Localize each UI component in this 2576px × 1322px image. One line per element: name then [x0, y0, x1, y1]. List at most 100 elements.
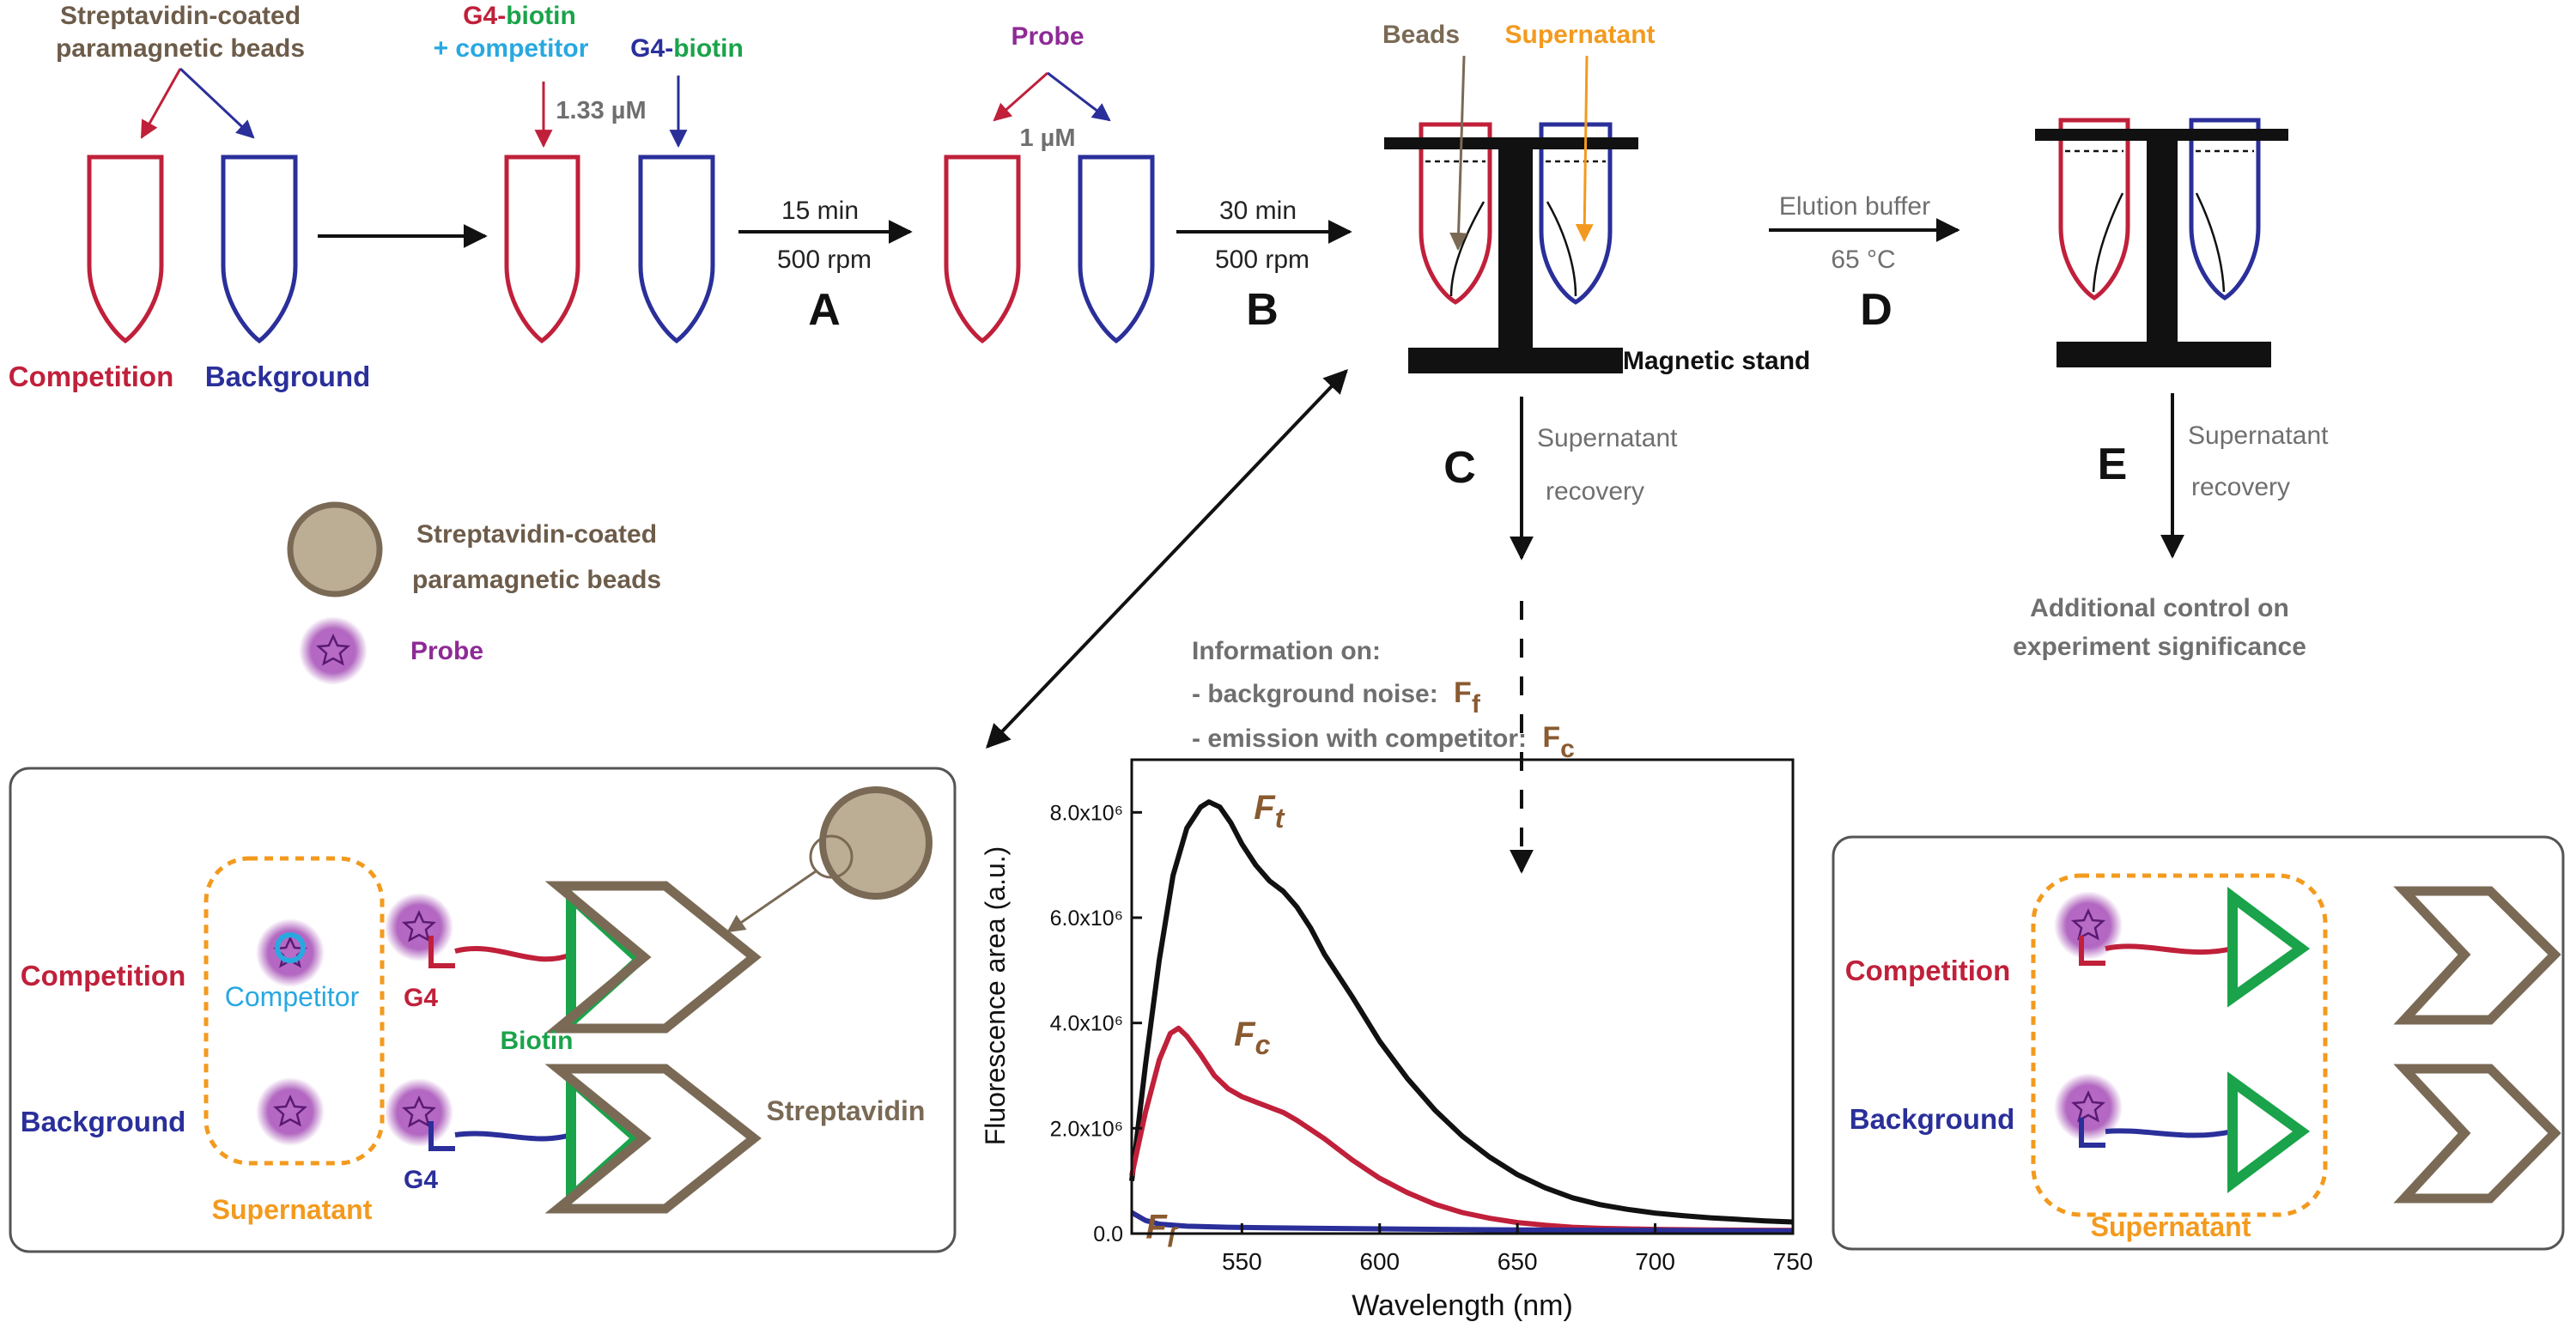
g4-text-1: G4-	[463, 2, 506, 30]
tube-in-stand-competition	[1419, 122, 1492, 305]
stand2-pellet-competition	[2092, 192, 2124, 293]
y-tick-label: 0.0	[1093, 1222, 1123, 1246]
pellet-background	[1546, 201, 1577, 297]
step-a-time: 15 min	[781, 197, 859, 225]
legend-probe-label: Probe	[410, 637, 483, 665]
info-line1: - background noise: Ff	[1192, 676, 1481, 719]
tube-competition-3	[944, 155, 1021, 344]
right-competition-biotin	[2227, 887, 2311, 1008]
label-background-top: Background	[205, 361, 371, 392]
x-tick-label: 550	[1222, 1248, 1262, 1275]
arrow-supernatant-in-tube	[1575, 55, 1594, 243]
info-line2-sub: c	[1560, 735, 1575, 763]
right-background-streptavidin	[2393, 1064, 2561, 1204]
bead-zoom-circle	[809, 834, 854, 879]
series-label-ff: Ff	[1145, 1208, 1178, 1252]
elution-temp: 65 °C	[1831, 246, 1895, 274]
info-line2-symbol: F	[1542, 721, 1560, 754]
double-arrow-panel-to-stand	[986, 368, 1348, 749]
x-tick-label: 700	[1635, 1248, 1675, 1275]
info-line1-text: - background noise:	[1192, 680, 1438, 708]
series-label-fc: Fc	[1234, 1016, 1270, 1060]
label-supernatant-top: Supernatant	[1504, 21, 1655, 49]
background-linker	[454, 1131, 572, 1142]
step-b-letter: B	[1246, 285, 1279, 335]
arrow-probe-competition	[993, 71, 1048, 122]
arrow-beads-to-background	[179, 67, 255, 139]
free-probe-icon	[254, 1076, 326, 1148]
right-background-biotin	[2227, 1071, 2311, 1193]
series-label-ft: Ft	[1254, 789, 1285, 834]
right-background-linker	[2105, 1128, 2233, 1138]
label-magnetic-stand: Magnetic stand	[1623, 347, 1810, 375]
label-plus-competitor: + competitor	[434, 34, 589, 63]
elution-buffer: Elution buffer	[1779, 192, 1930, 221]
g4-text-2: G4-	[630, 34, 673, 63]
tube-competition-2	[504, 155, 580, 344]
tube-stand2-background	[2189, 118, 2261, 300]
step-e-text-1: Supernatant	[2188, 421, 2329, 450]
step-a-speed: 500 rpm	[777, 246, 872, 274]
legend-probe-icon	[297, 615, 369, 687]
background-streptavidin	[544, 1064, 762, 1214]
right-competition-linker	[2105, 943, 2233, 955]
chart-y-axis-label: Fluorescence area (a.u.)	[980, 846, 1011, 1146]
additional-control-2: experiment significance	[2013, 633, 2306, 661]
arrow-beads-in-tube	[1449, 55, 1468, 252]
x-tick-label: 750	[1773, 1248, 1814, 1275]
competition-linker	[454, 946, 573, 962]
info-title: Information on:	[1192, 637, 1381, 665]
right-label-background: Background	[1850, 1103, 2015, 1135]
background-g4-bracket	[428, 1121, 455, 1151]
chart-x-axis-label: Wavelength (nm)	[1352, 1289, 1573, 1322]
background-probe-on-g4	[383, 1076, 455, 1149]
legend-beads-line2: paramagnetic beads	[412, 566, 661, 594]
tube-competition-1	[87, 155, 164, 344]
tube-background-1	[221, 155, 298, 344]
additional-control-1: Additional control on	[2030, 594, 2289, 622]
left-label-supernatant: Supernatant	[212, 1194, 373, 1225]
step-c-text-2: recovery	[1546, 477, 1644, 506]
left-supernatant-box	[204, 856, 385, 1166]
label-concentration-1: 1.33 µM	[556, 97, 646, 124]
x-tick-label: 600	[1359, 1248, 1400, 1275]
competition-probe-on-g4	[383, 891, 455, 963]
beads-title-line2: paramagnetic beads	[56, 34, 305, 63]
y-tick-label: 4.0x10⁶	[1050, 1012, 1123, 1036]
step-b-time: 30 min	[1219, 197, 1297, 225]
biotin-text-1: biotin	[506, 2, 576, 30]
info-line1-sub: f	[1472, 690, 1481, 719]
stand2-pole	[2147, 129, 2178, 348]
y-tick-label: 8.0x10⁶	[1050, 801, 1123, 825]
tube-background-2	[638, 155, 715, 344]
left-label-g4-bottom: G4	[404, 1166, 438, 1194]
panel-bead-icon	[819, 786, 933, 900]
y-tick-label: 2.0x10⁶	[1050, 1117, 1123, 1141]
tube-background-3	[1078, 155, 1155, 344]
series-line-fc	[1129, 1025, 1794, 1234]
biotin-text-2: biotin	[673, 34, 744, 63]
label-probe-top: Probe	[1011, 22, 1084, 51]
competition-streptavidin	[544, 881, 762, 1034]
left-label-streptavidin: Streptavidin	[767, 1095, 926, 1126]
competitor-probe-icon	[254, 917, 326, 989]
left-label-competition: Competition	[21, 960, 185, 992]
magnetic-stand-2	[2035, 118, 2288, 367]
step-b-speed: 500 rpm	[1215, 246, 1309, 274]
right-label-supernatant: Supernatant	[2091, 1211, 2251, 1242]
stand2-base	[2057, 342, 2271, 367]
x-tick-label: 650	[1498, 1248, 1538, 1275]
competitor-bound-icon	[275, 932, 306, 963]
competition-g4-bracket	[428, 936, 455, 968]
left-panel-frame	[9, 767, 957, 1253]
chart-plot-frame	[1130, 758, 1795, 1235]
right-competition-streptavidin	[2393, 886, 2561, 1025]
tube-in-stand-background	[1539, 122, 1613, 305]
label-competition-top: Competition	[9, 361, 173, 392]
label-beads: Beads	[1382, 21, 1460, 49]
left-label-competitor: Competitor	[225, 981, 360, 1012]
stand-pole	[1498, 137, 1533, 352]
left-label-biotin: Biotin	[501, 1027, 574, 1055]
right-background-bracket	[2079, 1118, 2105, 1148]
